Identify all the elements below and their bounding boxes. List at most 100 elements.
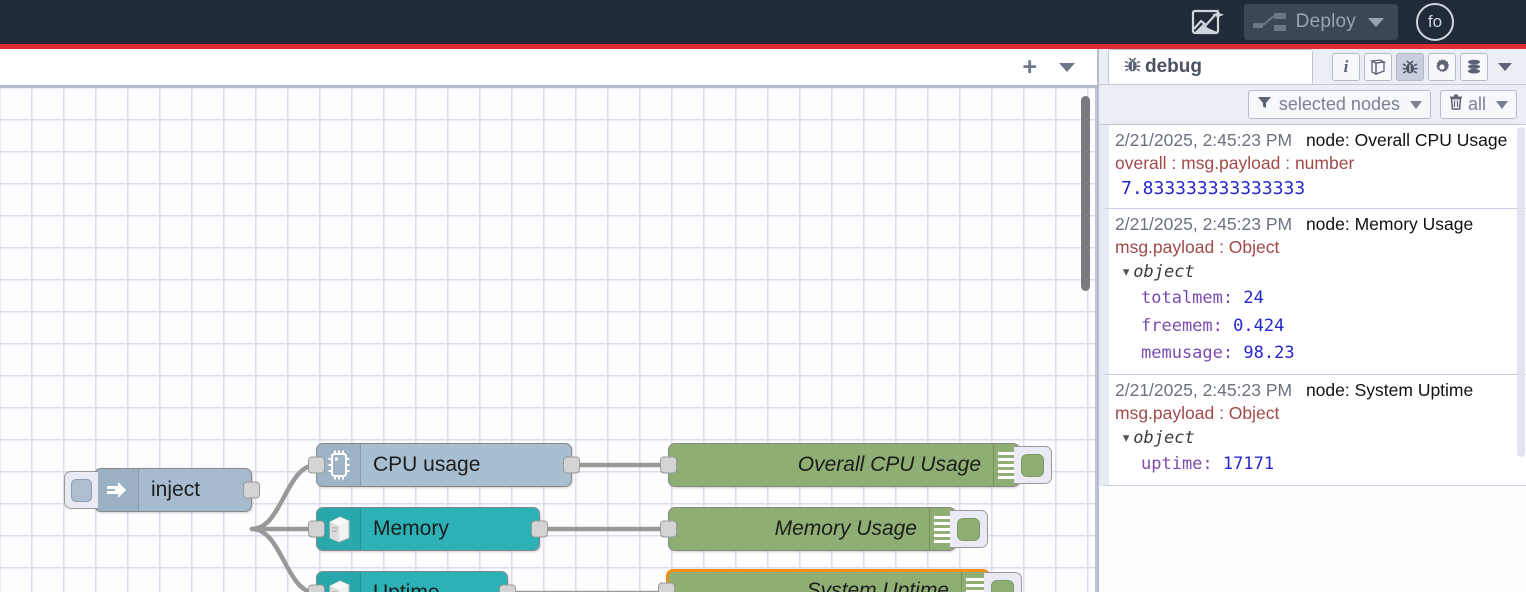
debug-button-square <box>957 517 980 541</box>
output-port[interactable] <box>531 520 548 538</box>
debug-button-square <box>1021 453 1044 477</box>
node-cpu-usage[interactable]: CPU usage <box>308 443 580 487</box>
debug-message[interactable]: 2/21/2025, 2:45:23 PM node: Memory Usage… <box>1099 208 1526 376</box>
header-accent-bar <box>0 44 1526 49</box>
node-label: Uptime <box>361 581 507 592</box>
debug-toggle-button[interactable] <box>1014 446 1052 484</box>
debug-button-square <box>991 579 1014 592</box>
object-label: object <box>1133 427 1195 448</box>
input-port[interactable] <box>658 582 675 592</box>
object-expand-toggle[interactable]: ▾object <box>1115 426 1520 452</box>
inject-button-square <box>71 478 92 502</box>
node-inject[interactable]: inject <box>64 468 260 512</box>
input-port[interactable] <box>308 456 325 474</box>
output-port[interactable] <box>563 456 580 474</box>
debug-filter-row: selected nodes all <box>1099 85 1526 125</box>
debug-stream-icon <box>929 508 955 550</box>
debug-bug-icon[interactable] <box>1396 53 1424 81</box>
app-header: Deploy fo <box>0 0 1526 44</box>
node-label: System Uptime <box>806 579 949 592</box>
context-data-icon[interactable] <box>1460 53 1488 81</box>
chevron-down-icon <box>1409 100 1422 109</box>
debug-message-topic: msg.payload : Object <box>1115 236 1280 257</box>
object-key: freemem <box>1141 315 1213 336</box>
node-label: CPU usage <box>373 453 481 476</box>
node-memory-usage[interactable]: Memory Usage <box>660 507 988 551</box>
bug-icon <box>1123 55 1142 79</box>
sidebar-tabrow: debug i <box>1099 49 1526 85</box>
node-system-uptime[interactable]: System Uptime <box>658 569 1022 592</box>
add-flow-tab-button[interactable]: + <box>1022 52 1037 81</box>
tab-debug-label: debug <box>1145 55 1202 77</box>
object-property-row: freemem: 0.424 <box>1141 315 1285 336</box>
input-port[interactable] <box>660 520 677 538</box>
help-book-icon[interactable] <box>1364 53 1392 81</box>
sidebar-tools-chevron-down-icon[interactable] <box>1498 63 1512 71</box>
input-port[interactable] <box>308 520 325 538</box>
debug-sidebar: debug i <box>1097 49 1526 592</box>
debug-message[interactable]: 2/21/2025, 2:45:23 PM node: System Uptim… <box>1099 375 1526 487</box>
node-label: Overall CPU Usage <box>797 453 981 476</box>
chevron-down-icon[interactable] <box>1368 17 1384 27</box>
avatar[interactable]: fo <box>1416 3 1454 41</box>
inject-trigger-button[interactable] <box>64 471 98 509</box>
object-expand-toggle[interactable]: ▾object <box>1115 260 1520 286</box>
server-tower-icon <box>317 572 361 592</box>
object-value: 0.424 <box>1233 315 1285 336</box>
chevron-down-icon <box>1496 100 1508 109</box>
flow-ai-assistant-icon[interactable] <box>1186 4 1230 40</box>
debug-message-topic: msg.payload : Object <box>1115 403 1280 424</box>
node-label: Memory <box>373 517 449 540</box>
hamburger-menu-icon[interactable] <box>1474 7 1508 37</box>
flow-canvas[interactable]: inject CPU usage <box>0 88 1097 592</box>
node-label: Memory Usage <box>774 517 917 540</box>
cpu-chip-icon <box>317 444 361 486</box>
tab-debug[interactable]: debug <box>1108 49 1313 84</box>
debug-message-value: 7.833333333333333 <box>1121 177 1306 199</box>
avatar-initials: fo <box>1427 12 1443 31</box>
deploy-button[interactable]: Deploy <box>1243 4 1398 40</box>
output-port[interactable] <box>499 584 516 592</box>
canvas-vertical-scrollbar[interactable] <box>1081 96 1090 291</box>
object-value: 17171 <box>1222 454 1275 475</box>
debug-clear-button[interactable]: all <box>1439 90 1517 119</box>
node-uptime[interactable]: Uptime <box>308 571 516 592</box>
debug-message-timestamp: 2/21/2025, 2:45:23 PM <box>1115 380 1293 401</box>
canvas-edge-divider <box>1095 88 1097 592</box>
node-overall-cpu-usage[interactable]: Overall CPU Usage <box>660 443 1052 487</box>
inject-arrow-icon <box>95 469 139 511</box>
trash-icon <box>1449 94 1463 115</box>
deploy-nodes-icon <box>1252 9 1290 35</box>
debug-toggle-button[interactable] <box>984 572 1022 592</box>
debug-message-source: node: System Uptime <box>1305 380 1474 401</box>
object-value: 24 <box>1243 288 1264 309</box>
debug-toggle-button[interactable] <box>950 510 988 548</box>
object-property-row: totalmem: 24 <box>1141 288 1264 309</box>
debug-list-scrollbar[interactable] <box>1517 127 1525 457</box>
info-tab-icon[interactable]: i <box>1332 53 1360 81</box>
flow-tab-menu-chevron-down-icon[interactable] <box>1059 62 1075 72</box>
debug-node-filter-label: selected nodes <box>1278 94 1400 114</box>
debug-node-filter-button[interactable]: selected nodes <box>1247 90 1431 119</box>
debug-message-topic: overall : msg.payload : number <box>1115 153 1355 174</box>
flow-workspace: + inject <box>0 49 1097 592</box>
debug-message-timestamp: 2/21/2025, 2:45:23 PM <box>1115 213 1293 234</box>
config-gear-icon[interactable] <box>1428 53 1456 81</box>
input-port[interactable] <box>308 584 325 592</box>
deploy-label: Deploy <box>1295 11 1356 32</box>
object-key: totalmem <box>1141 288 1223 309</box>
caret-down-icon: ▾ <box>1121 261 1132 282</box>
output-port[interactable] <box>243 481 260 499</box>
object-property-row: memusage: 98.23 <box>1141 343 1295 364</box>
object-key: memusage <box>1141 343 1223 364</box>
debug-clear-label: all <box>1467 94 1486 114</box>
node-memory[interactable]: Memory <box>308 507 548 551</box>
object-label: object <box>1133 261 1195 282</box>
debug-message-list[interactable]: 2/21/2025, 2:45:23 PM node: Overall CPU … <box>1099 125 1526 592</box>
debug-message[interactable]: 2/21/2025, 2:45:23 PM node: Overall CPU … <box>1099 125 1526 209</box>
debug-message-source: node: Overall CPU Usage <box>1305 130 1508 150</box>
debug-stream-icon <box>961 572 987 592</box>
workspace-tabbar: + <box>0 49 1097 88</box>
input-port[interactable] <box>660 456 677 474</box>
funnel-filter-icon <box>1257 94 1272 115</box>
